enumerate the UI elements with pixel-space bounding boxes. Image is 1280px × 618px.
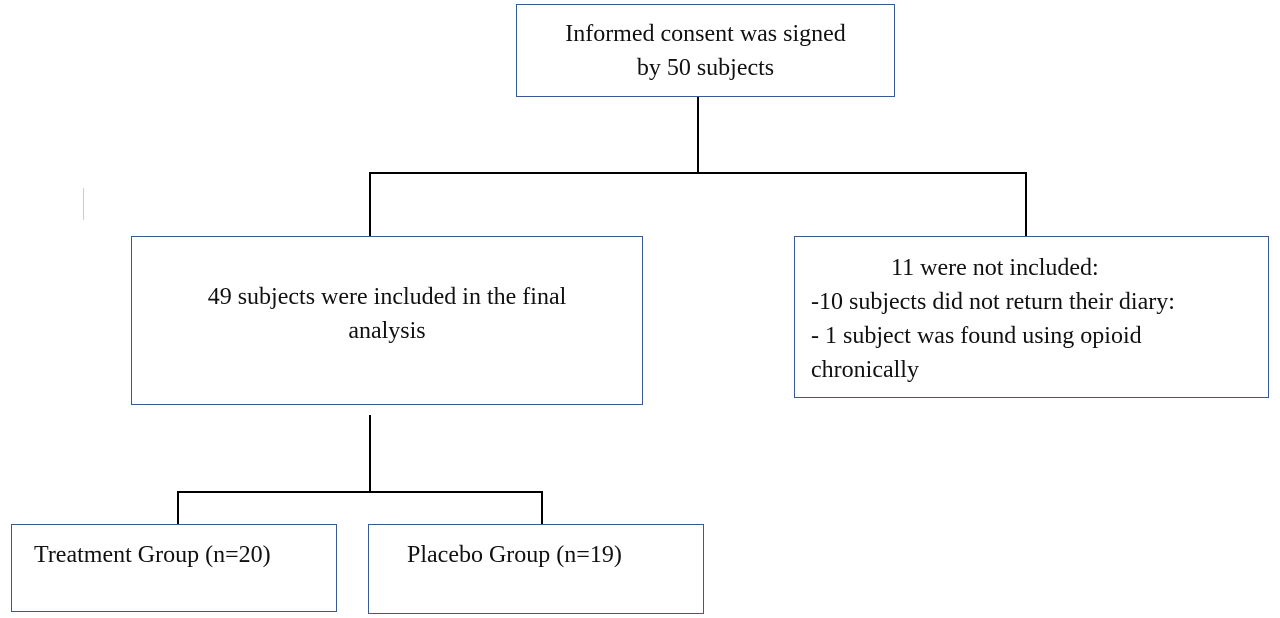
connector-consent-down <box>697 97 699 173</box>
consent-box: Informed consent was signed by 50 subjec… <box>516 4 895 97</box>
placebo-group-label: Placebo Group (n=19) <box>407 542 622 568</box>
included-line-1: 49 subjects were included in the final <box>207 284 567 310</box>
excluded-item-1: -10 subjects did not return their diary: <box>811 289 1175 315</box>
consent-line-2: by 50 subjects <box>636 55 775 81</box>
connector-included-down <box>369 415 371 492</box>
excluded-title: 11 were not included: <box>891 255 1099 281</box>
connector-to-excluded <box>1025 172 1027 236</box>
connector-split-horizontal <box>369 172 1027 174</box>
connector-groups-horizontal <box>177 491 543 493</box>
excluded-box: 11 were not included: -10 subjects did n… <box>794 236 1269 398</box>
connector-to-treatment <box>177 491 179 524</box>
connector-to-placebo <box>541 491 543 524</box>
connector-to-included <box>369 172 371 236</box>
excluded-item-2: - 1 subject was found using opioid <box>811 323 1142 349</box>
treatment-group-label: Treatment Group (n=20) <box>34 542 271 568</box>
excluded-item-2-cont: chronically <box>811 357 919 383</box>
included-line-2: analysis <box>348 318 426 344</box>
treatment-group-box: Treatment Group (n=20) <box>11 524 337 612</box>
consent-line-1: Informed consent was signed <box>565 21 846 47</box>
stray-mark <box>83 188 84 220</box>
placebo-group-box: Placebo Group (n=19) <box>368 524 704 614</box>
included-box: 49 subjects were included in the final a… <box>131 236 643 405</box>
